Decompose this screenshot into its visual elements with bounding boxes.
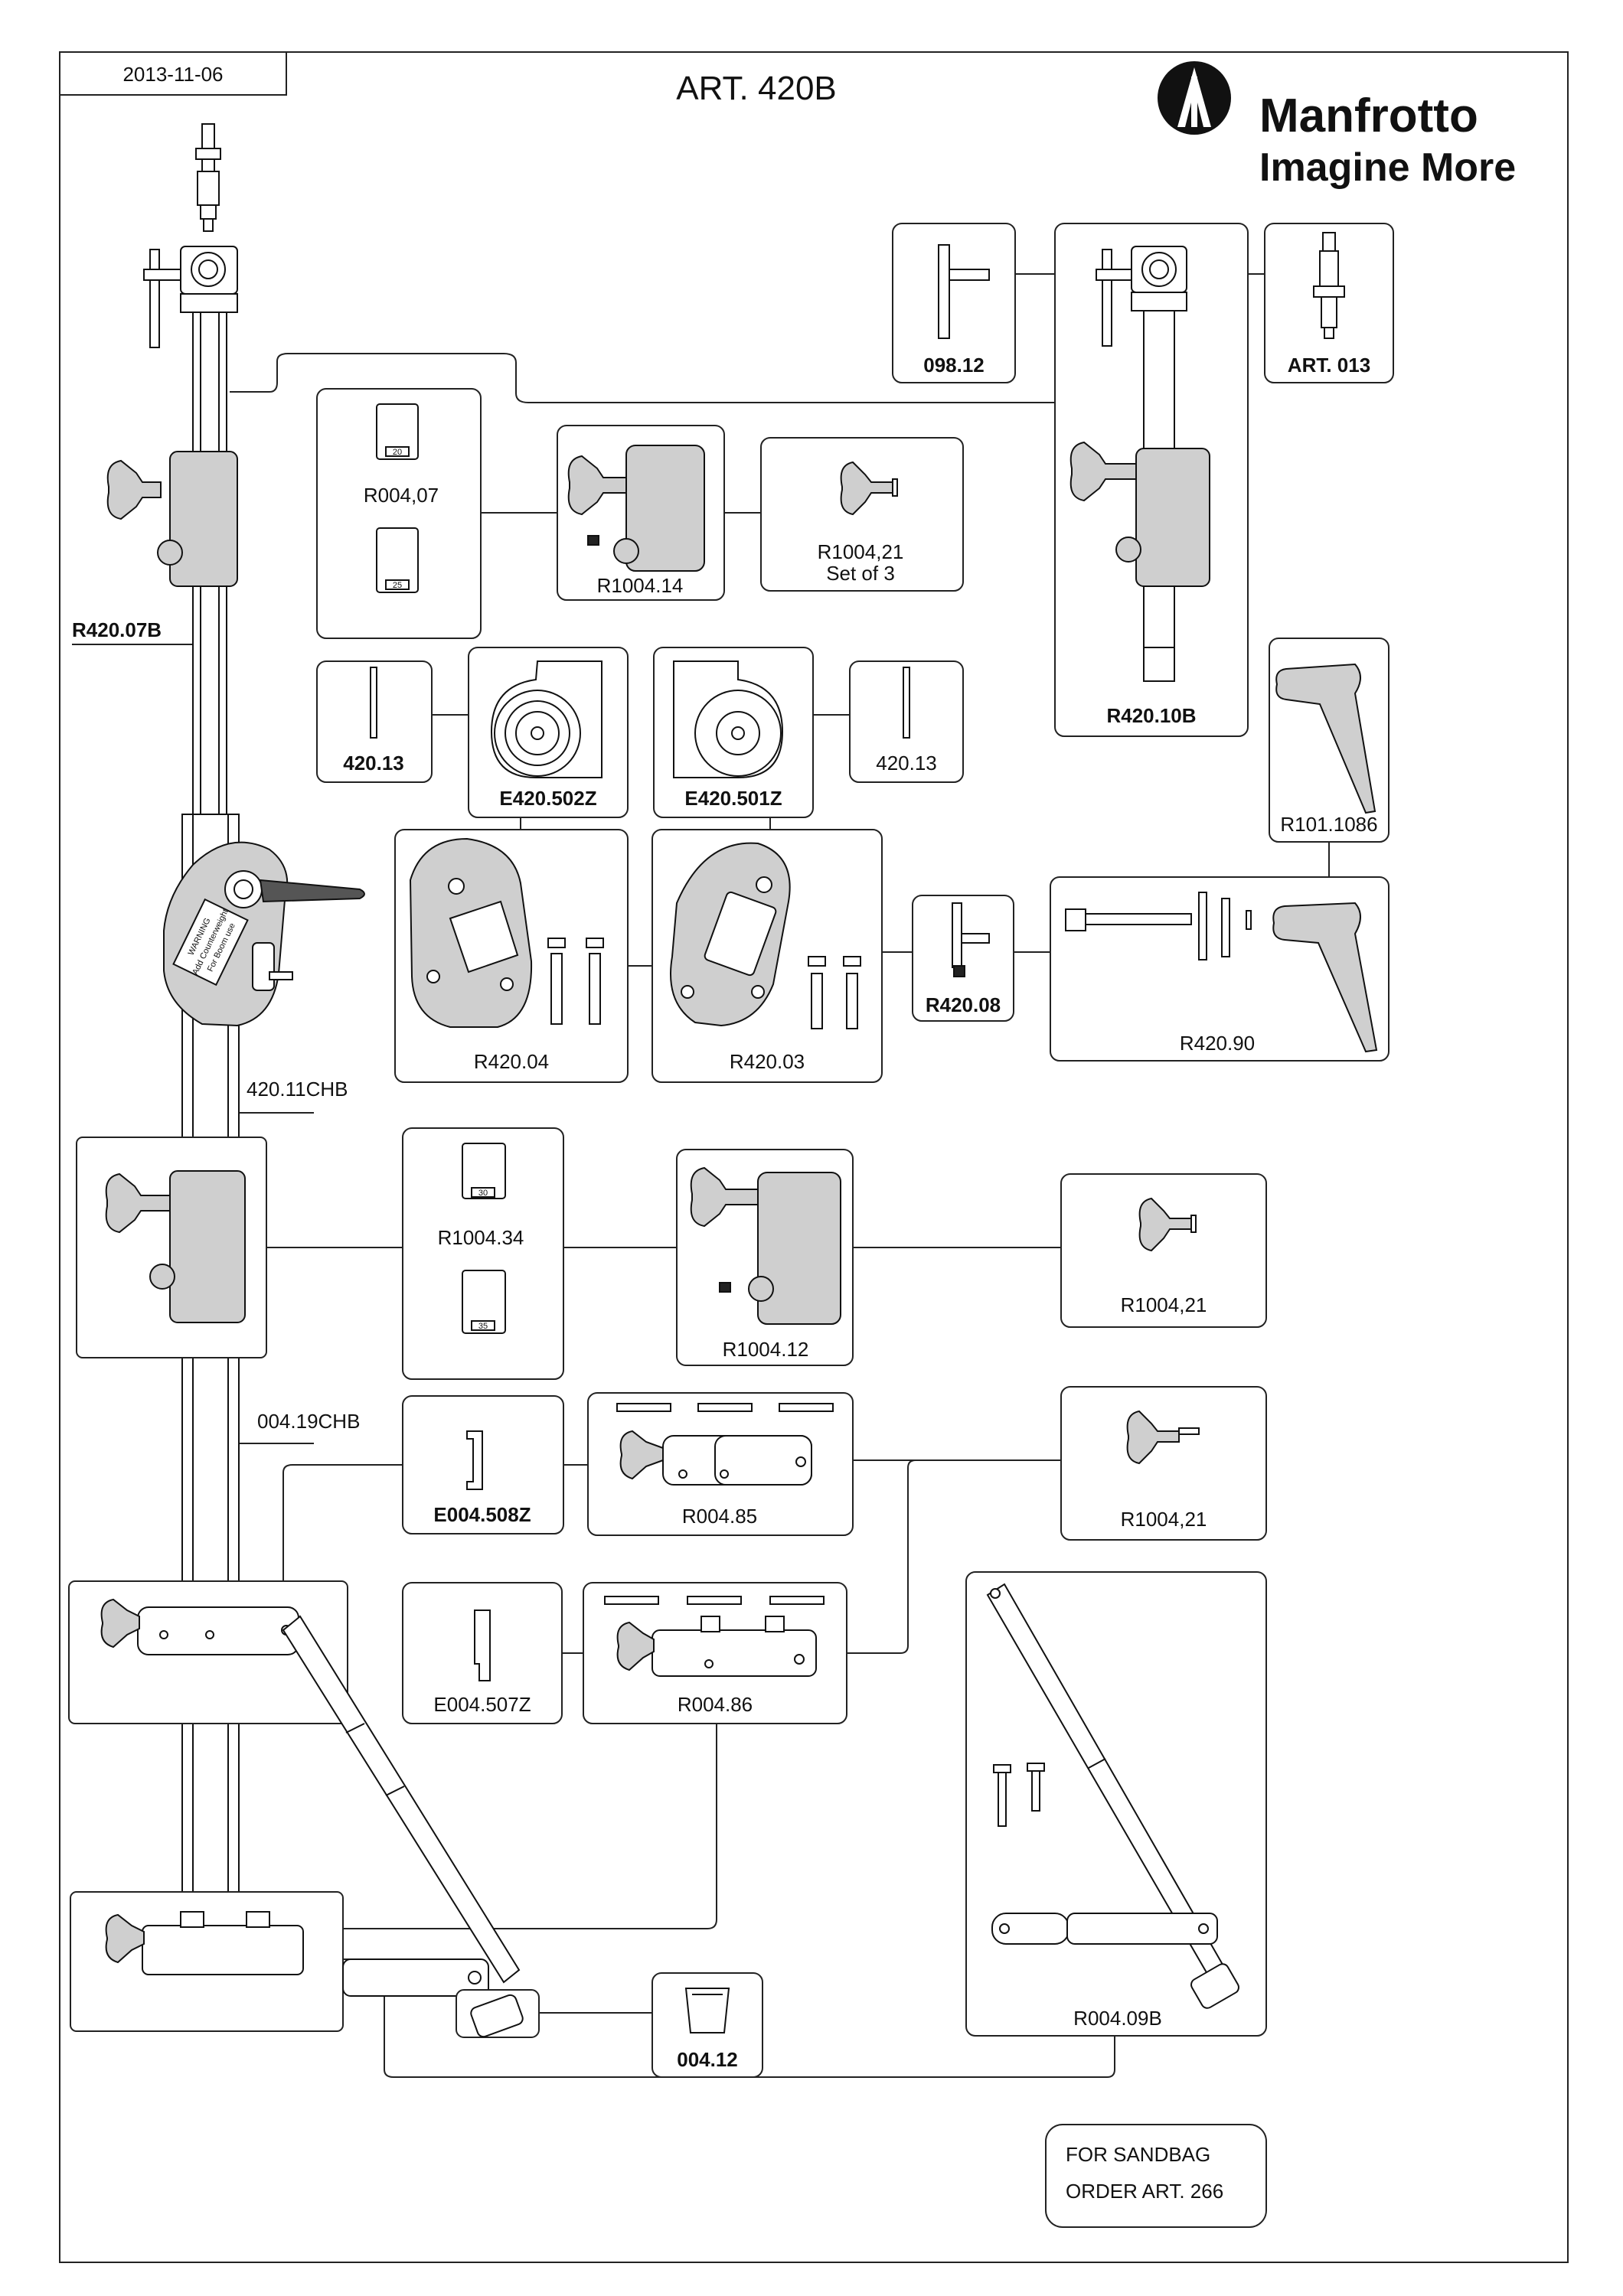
label-r42010b: R420.10B [1106, 704, 1196, 727]
part-42013-right: 420.13 [849, 660, 964, 783]
label-r00486: R004.86 [678, 1693, 753, 1716]
horizontal-brace [342, 1958, 489, 1997]
part-r100434: 30 R1004.34 35 [402, 1127, 564, 1380]
tilt-head-warning-sticker [172, 898, 249, 987]
label-e004508z: E004.508Z [433, 1503, 531, 1526]
label-r42008: R420.08 [926, 993, 1001, 1016]
label-r100421-set-line2: Set of 3 [826, 562, 895, 585]
label-art013: ART. 013 [1288, 354, 1370, 377]
label-r100414: R1004.14 [597, 574, 684, 597]
part-e420501z: E420.501Z [653, 647, 814, 818]
part-r100414: R1004.14 [557, 425, 725, 601]
part-r100421-a: R1004,21 [1060, 1173, 1267, 1328]
label-r1011086: R101.1086 [1280, 813, 1377, 836]
label-09812: 098.12 [923, 354, 985, 377]
part-00412: 004.12 [651, 1972, 763, 2078]
logo-tripod-mark [1177, 67, 1211, 127]
connector-clamp-to-e004508z [282, 1464, 403, 1581]
tilt-head-lever [259, 879, 365, 903]
label-42013-left: 420.13 [343, 752, 404, 775]
upper-leg-tube [282, 1615, 521, 1984]
label-r100412: R1004.12 [723, 1338, 809, 1361]
label-r00409b: R004.09B [1073, 2007, 1162, 2030]
label-e004507z: E004.507Z [433, 1693, 531, 1716]
part-r100412: R1004.12 [676, 1149, 854, 1366]
label-r42090: R420.90 [1180, 1032, 1255, 1055]
header: 2013-11-06 ART. 420B [59, 51, 837, 107]
brand-tagline: Imagine More [1259, 145, 1516, 190]
part-09812: 098.12 [892, 223, 1016, 383]
manfrotto-logo: Manfrotto Imagine More [1158, 61, 1516, 190]
brand-name: Manfrotto [1259, 90, 1478, 142]
date-text: 2013-11-06 [122, 63, 223, 86]
part-r00485: R004.85 [587, 1392, 854, 1536]
leg-clamp-lower [142, 1925, 304, 1975]
part-r1011086: R101.1086 [1269, 638, 1390, 843]
part-r00407: 20 R004,07 25 [316, 388, 482, 639]
part-r42010b: R420.10B [1054, 223, 1249, 737]
part-r100421-set: R1004,21 Set of 3 [760, 437, 964, 592]
label-42011chb: 420.11CHB [247, 1078, 348, 1101]
label-r100421-set-line1: R1004,21 [818, 540, 904, 563]
connector-lines [72, 273, 1330, 2078]
page-frame [59, 51, 1569, 2263]
shim-label-25: 25 [393, 581, 402, 590]
part-e004508z: E004.508Z [402, 1395, 564, 1534]
part-r42003: R420.03 [651, 829, 883, 1083]
top-lock-handle [149, 249, 160, 348]
connector-r00486-to-r100421 [847, 1459, 916, 1654]
label-r100434: R1004.34 [438, 1226, 524, 1249]
mid-clamp-knob [105, 1172, 171, 1234]
label-r42004: R420.04 [474, 1050, 549, 1073]
label-r100421-a: R1004,21 [1121, 1293, 1207, 1316]
label-r100421-b: R1004,21 [1121, 1508, 1207, 1531]
part-r42090: R420.90 [1050, 876, 1390, 1062]
part-r100421-b: R1004,21 [1060, 1386, 1267, 1541]
connector-column-to-r42010b [230, 353, 1055, 403]
mid-clamp [169, 1170, 246, 1323]
stand-assembly: WARNING Add Counterweight For Boom use [68, 123, 540, 2038]
sandbag-note: FOR SANDBAG ORDER ART. 266 [1045, 2124, 1267, 2228]
label-00419chb: 004.19CHB [257, 1410, 360, 1433]
leg-foot [470, 1994, 524, 2038]
part-r00486: R004.86 [583, 1582, 847, 1724]
upper-clamp-knob [106, 459, 162, 520]
shim-label-35: 35 [478, 1322, 488, 1331]
label-r00407: R004,07 [364, 484, 439, 507]
part-e004507z: E004.507Z [402, 1582, 563, 1724]
note-line-1: FOR SANDBAG [1066, 2143, 1210, 2166]
label-r42003: R420.03 [730, 1050, 805, 1073]
label-00412: 004.12 [677, 2048, 738, 2071]
label-r00485: R004.85 [682, 1505, 757, 1528]
label-r42007b: R420.07B [72, 618, 162, 641]
shim-label-30: 30 [478, 1189, 488, 1198]
part-42013-left: 420.13 [316, 660, 433, 783]
label-e420501z: E420.501Z [684, 787, 782, 810]
part-r42004: R420.04 [394, 829, 629, 1083]
upper-clamp [169, 451, 238, 587]
date-box [59, 51, 287, 96]
part-art013: ART. 013 [1264, 223, 1394, 383]
part-r42008: R420.08 [912, 895, 1014, 1022]
connector-r00486-to-lower-clamp [343, 1724, 717, 1929]
label-42013-right: 420.13 [876, 752, 937, 775]
part-r00409b: R004.09B [965, 1571, 1267, 2037]
note-line-2: ORDER ART. 266 [1066, 2180, 1223, 2203]
part-e420502z: E420.502Z [468, 647, 629, 818]
label-e420502z: E420.502Z [499, 787, 596, 810]
shim-label-20: 20 [393, 448, 402, 457]
page-title: ART. 420B [676, 70, 837, 107]
